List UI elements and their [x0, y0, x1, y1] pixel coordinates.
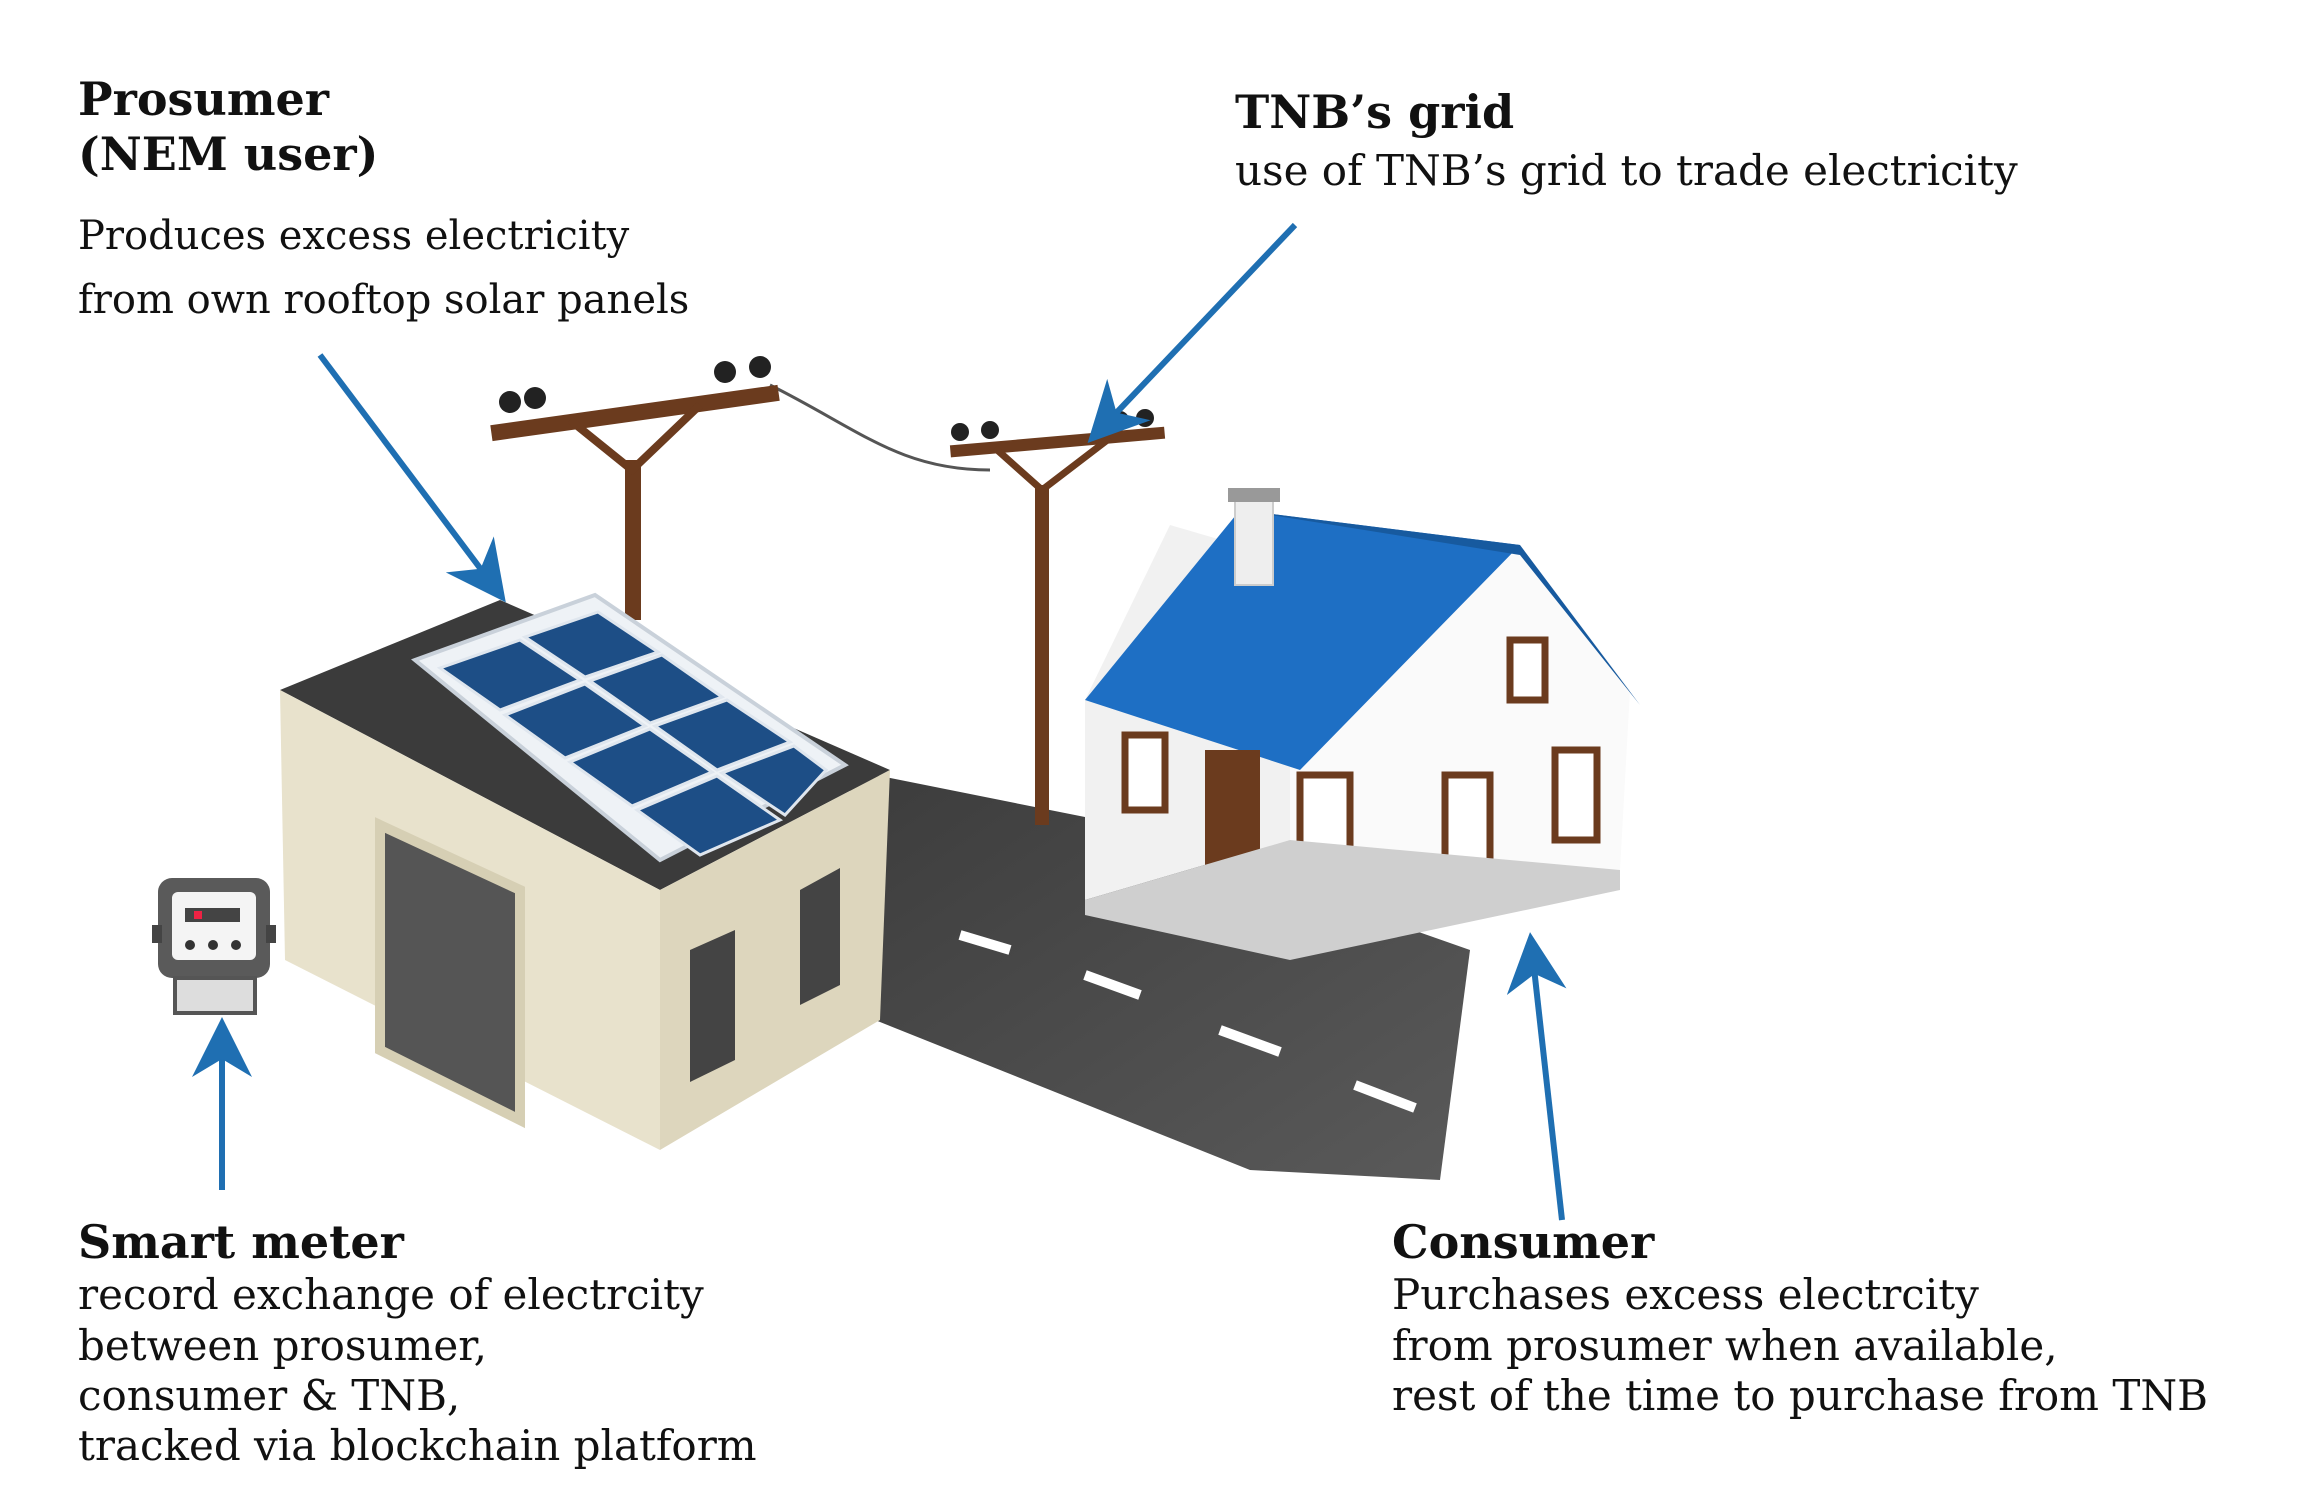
grid-title: TNB’s grid: [1235, 85, 1515, 139]
smart-meter-label: Smart meter record exchange of electrcit…: [78, 1215, 757, 1472]
solar-panel-icon: [411, 592, 849, 863]
smart-meter-title: Smart meter: [78, 1215, 404, 1269]
smart-meter-icon: [152, 878, 276, 1015]
road-icon: [850, 770, 1470, 1180]
prosumer-description: Produces excess electricity from own roo…: [78, 213, 690, 324]
consumer-description: Purchases excess electrcity from prosume…: [1392, 1270, 2208, 1420]
prosumer-title: Prosumer (NEM user): [78, 72, 379, 182]
consumer-label: Consumer Purchases excess electrcity fro…: [1392, 1215, 2208, 1421]
smart-meter-description: record exchange of electrcity between pr…: [78, 1270, 757, 1471]
house-icon: [1085, 488, 1640, 960]
prosumer-label: Prosumer (NEM user) Produces excess elec…: [78, 72, 689, 332]
consumer-title: Consumer: [1392, 1215, 1655, 1269]
grid-arrow: [1087, 222, 1298, 444]
grid-description: use of TNB’s grid to trade electricity: [1235, 146, 2018, 196]
prosumer-arrow: [317, 353, 506, 603]
utility-pole-icon: [490, 356, 1166, 825]
annotation-arrows: [192, 222, 1567, 1221]
grid-label: TNB’s grid use of TNB’s grid to trade el…: [1235, 85, 2018, 197]
consumer-arrow: [1506, 932, 1567, 1221]
